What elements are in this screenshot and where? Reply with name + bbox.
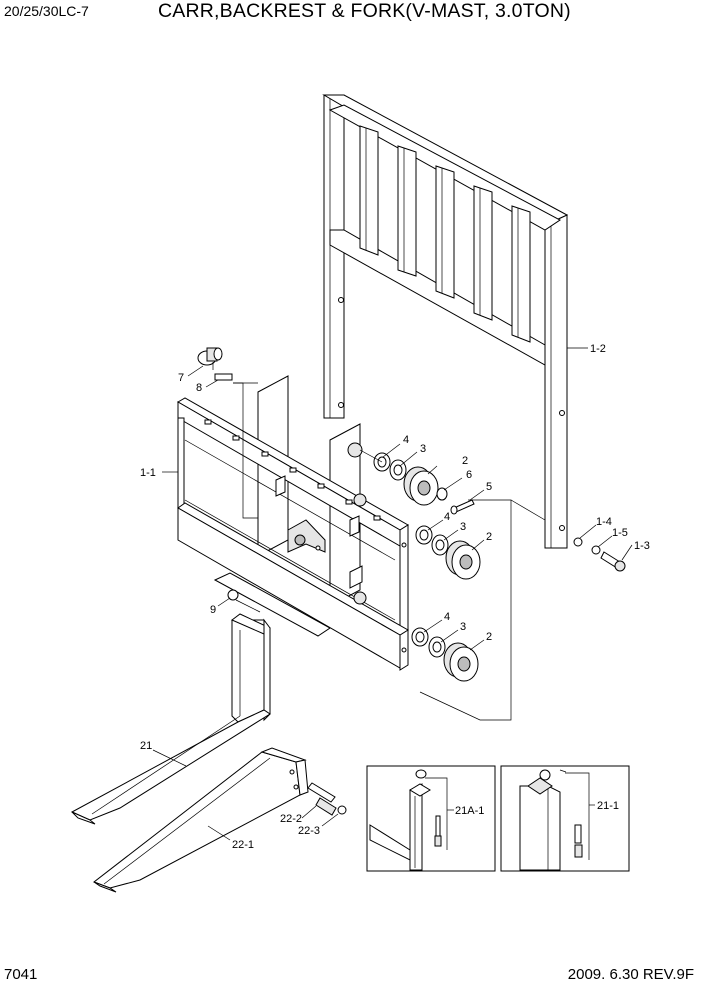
- page-number: 7041: [4, 966, 38, 983]
- page-title: CARR,BACKREST & FORK(V-MAST, 3.0TON): [158, 0, 571, 22]
- callout-21-1: 21-1: [597, 800, 619, 812]
- callout-3-upper: 3: [420, 443, 426, 455]
- callout-7: 7: [178, 372, 184, 384]
- carriage-drawing: [176, 375, 409, 671]
- backrest-bolts-drawing: [573, 537, 626, 572]
- rollers-drawing: [373, 452, 481, 682]
- callout-4-lower: 4: [444, 611, 450, 623]
- callout-leader-lines: [152, 347, 633, 841]
- fork-21-drawing: [70, 613, 271, 825]
- detail-box-21a-1: [366, 765, 496, 872]
- callout-22-1: 22-1: [232, 839, 254, 851]
- callout-5: 5: [486, 481, 492, 493]
- callout-3-lower: 3: [460, 621, 466, 633]
- callout-6: 6: [466, 469, 472, 481]
- callout-8: 8: [196, 382, 202, 394]
- callout-1-3: 1-3: [634, 540, 650, 552]
- callout-2-lower: 2: [486, 631, 492, 643]
- callout-22-2: 22-2: [280, 813, 302, 825]
- revision-date: 2009. 6.30 REV.9F: [567, 966, 694, 983]
- backrest-drawing: [322, 94, 569, 549]
- callout-22-3: 22-3: [298, 825, 320, 837]
- callout-1-2: 1-2: [590, 343, 606, 355]
- callout-4-middle: 4: [444, 511, 450, 523]
- fork-22-1-drawing: [92, 747, 347, 893]
- callout-1-5: 1-5: [612, 527, 628, 539]
- callout-1-4: 1-4: [596, 516, 612, 528]
- callout-4-upper: 4: [403, 434, 409, 446]
- model-code: 20/25/30LC-7: [4, 3, 89, 19]
- callout-2-middle: 2: [486, 531, 492, 543]
- assembly-guide-lines: [212, 362, 546, 721]
- stopper-drawing: [197, 347, 239, 601]
- callout-21: 21: [140, 740, 152, 752]
- callout-1-1: 1-1: [140, 467, 156, 479]
- callout-21a-1: 21A-1: [455, 805, 484, 817]
- callout-labels: 1-1 1-2 1-3 1-4 1-5 2 2 2 3 3 3 4 4 4 5 …: [140, 343, 650, 851]
- detail-box-21-1: [500, 765, 630, 872]
- callout-3-middle: 3: [460, 521, 466, 533]
- callout-9: 9: [210, 604, 216, 616]
- callout-2-upper: 2: [462, 455, 468, 467]
